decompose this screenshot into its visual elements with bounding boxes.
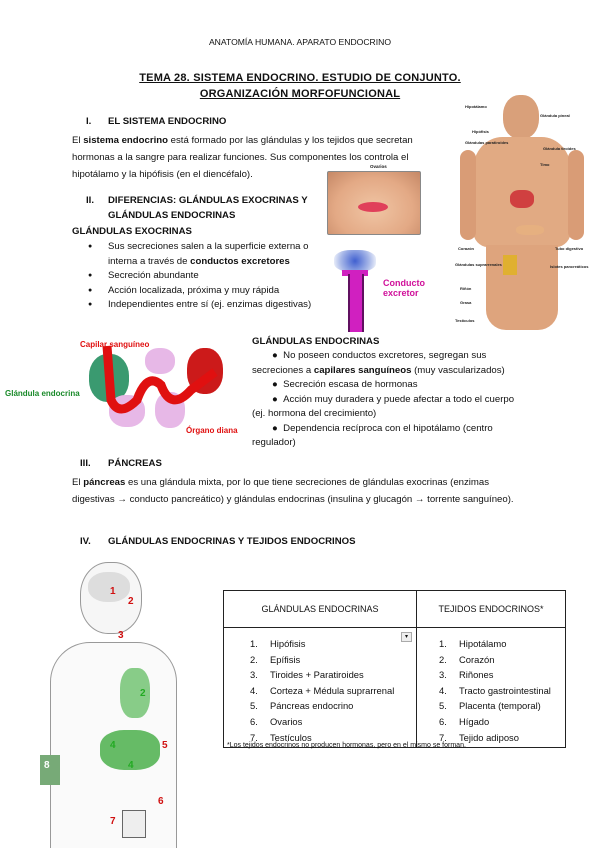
list-item: 6.Ovarios — [250, 715, 303, 727]
target-organ-label: Órgano diana — [186, 426, 238, 435]
table-header-tissues: TEJIDOS ENDOCRINOS* — [416, 590, 566, 628]
tissues-cell: 1.Hipotálamo 2.Corazón 3.Riñones 4.Tract… — [416, 626, 566, 749]
list-item: ● Secreción escasa de hormonas — [272, 379, 418, 390]
endocrine-list: ● No poseen conductos excretores, segreg… — [252, 349, 517, 451]
list-item: 2.Epífisis — [250, 653, 301, 665]
dropdown-icon[interactable]: ▾ — [401, 632, 412, 642]
endocrine-table: GLÁNDULAS ENDOCRINAS TEJIDOS ENDOCRINOS*… — [223, 590, 566, 749]
list-item: Secreción abundante — [72, 269, 332, 284]
list-item: 1.Hipotálamo — [439, 638, 507, 649]
list-item: 6.Hígado — [439, 715, 490, 727]
list-item: 7.Tejido adiposo — [439, 731, 519, 743]
numbered-body-diagram-image: 1 2 3 2 4 5 4 6 7 8 — [40, 560, 185, 848]
list-item: Independientes entre sí (ej. enzimas dig… — [72, 298, 332, 313]
section-1-paragraph: El sistema endocrino está formado por la… — [72, 135, 413, 180]
table-footnote: *Los tejidos endocrinos no producen horm… — [227, 742, 466, 749]
list-item: 4.Tracto gastrointestinal — [439, 684, 551, 696]
gland-label: Glándula endocrina — [5, 389, 80, 398]
list-item: 7.Testículos — [250, 731, 312, 743]
page-title-line2: ORGANIZACIÓN MORFOFUNCIONAL — [199, 88, 401, 100]
list-item: 3.Tiroides + Paratiroides — [250, 669, 364, 681]
list-item: Acción localizada, próxima y muy rápida — [72, 284, 332, 299]
list-item: ● Acción muy duradera y puede afectar a … — [252, 393, 515, 420]
list-item: 2.Corazón — [439, 653, 495, 665]
endocrine-body-image — [458, 95, 593, 330]
list-item: ● No poseen conductos excretores, segreg… — [252, 350, 505, 376]
list-item: 3.Riñones — [439, 669, 494, 681]
exocrine-duct-image — [330, 250, 380, 332]
list-item: 1.Hipófisis — [250, 638, 306, 649]
list-item: 5.Páncreas endocrino — [250, 700, 354, 712]
endocrine-heading: GLÁNDULAS ENDOCRINAS — [252, 336, 380, 347]
glands-list: 1.Hipófisis 2.Epífisis 3.Tiroides + Para… — [250, 636, 416, 745]
glands-cell: ▾ 1.Hipófisis 2.Epífisis 3.Tiroides + Pa… — [223, 626, 417, 749]
page-title-line1: TEMA 28. SISTEMA ENDOCRINO. ESTUDIO DE C… — [139, 72, 461, 84]
list-item: 5.Placenta (temporal) — [439, 700, 541, 712]
capillary-label: Capilar sanguíneo — [80, 340, 150, 349]
section-3-paragraph: El páncreas es una glándula mixta, por l… — [72, 477, 514, 505]
capillary-diagram-image — [85, 340, 230, 435]
tissues-list: 1.Hipotálamo 2.Corazón 3.Riñones 4.Tract… — [439, 636, 565, 745]
running-header: ANATOMÍA HUMANA. APARATO ENDOCRINO — [208, 37, 392, 47]
table-header-glands: GLÁNDULAS ENDOCRINAS — [223, 590, 417, 628]
list-item: 4.Corteza + Médula suprarrenal — [250, 684, 395, 696]
ovaries-label: Ovarios — [370, 164, 387, 169]
exocrine-heading: GLÁNDULAS EXOCRINAS — [72, 226, 192, 237]
exocrine-list: Sus secreciones salen a la superficie ex… — [72, 240, 332, 313]
list-item: Sus secreciones salen a la superficie ex… — [72, 240, 332, 269]
ovaries-image — [327, 171, 421, 235]
list-item: ● Dependencia recíproca con el hipotálam… — [252, 422, 493, 449]
